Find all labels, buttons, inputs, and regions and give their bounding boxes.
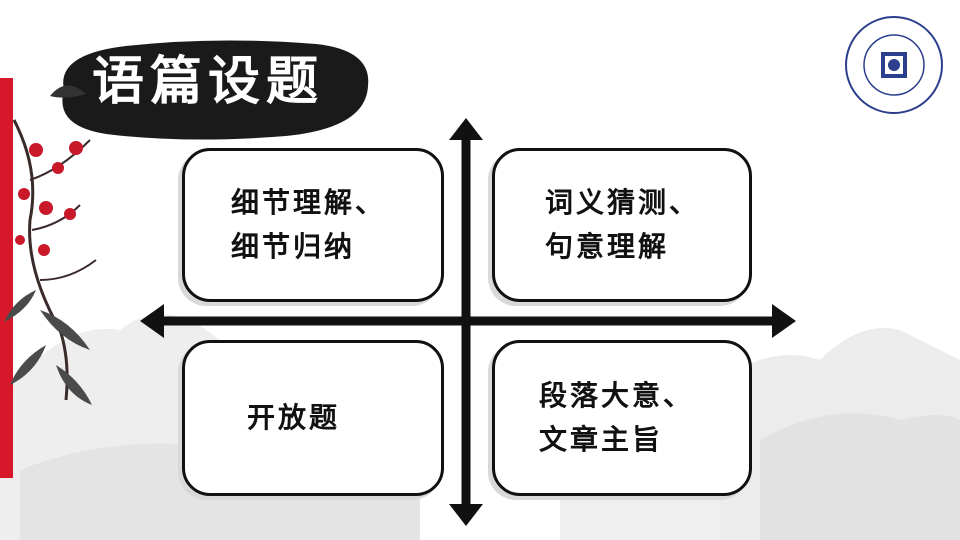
school-seal-icon: [845, 16, 943, 114]
page-title: 语篇设题: [92, 51, 325, 112]
arrow-left-icon: [140, 304, 164, 338]
quadrant-top-right-line-1: 词义猜测、: [545, 186, 701, 219]
quadrant-top-left: 细节理解、 细节归纳: [182, 148, 444, 302]
quadrant-bottom-right-line-1: 段落大意、: [539, 379, 695, 412]
quadrant-top-left-line-2: 细节归纳: [231, 230, 356, 263]
accent-red-bar: [0, 78, 13, 478]
quadrant-top-right: 词义猜测、 句意理解: [492, 148, 752, 302]
quadrant-bottom-right: 段落大意、 文章主旨: [492, 340, 752, 496]
quadrant-top-left-line-1: 细节理解、: [231, 186, 387, 219]
arrow-up-icon: [449, 118, 483, 140]
arrow-down-icon: [449, 504, 483, 526]
quadrant-bottom-left-line-1: 开放题: [247, 401, 341, 434]
title-ink-blob: [50, 40, 369, 140]
plum-blossom-icon: [4, 119, 97, 405]
quadrant-top-right-line-2: 句意理解: [545, 230, 670, 263]
arrow-right-icon: [772, 304, 796, 338]
quadrant-bottom-left: 开放题: [182, 340, 444, 496]
quadrant-bottom-right-line-2: 文章主旨: [539, 423, 664, 456]
